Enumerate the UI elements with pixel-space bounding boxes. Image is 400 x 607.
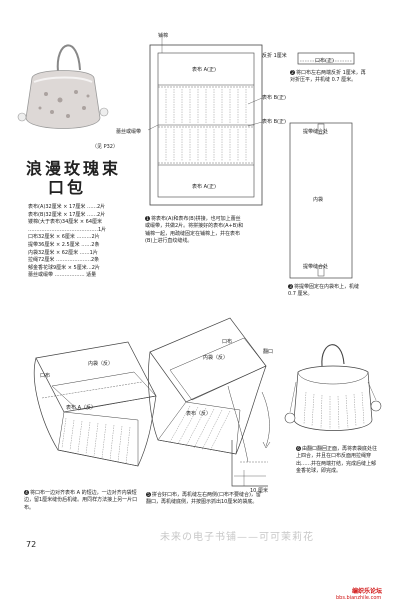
- page-number: 72: [26, 540, 37, 549]
- material-item: ……………………………………1片: [28, 226, 107, 233]
- material-item: 口布32厘米 × 6厘米 ………2片: [28, 234, 100, 241]
- label-handle-top: 提带缝合处: [303, 129, 329, 135]
- step-5-bullet: 5: [146, 492, 151, 497]
- material-item: 镂棉(大于表布)34厘米 × 64厘米: [28, 219, 102, 226]
- label-10cm: 10 厘米: [250, 488, 268, 494]
- label-outer-reverse-4: 表布（反）: [186, 411, 212, 417]
- label-lining: 内袋: [313, 197, 324, 203]
- photo-caption: （见 P32）: [92, 144, 118, 150]
- step-4-bullet: 4: [24, 490, 29, 495]
- label-outer-b-2: 表布 B(正): [262, 119, 286, 125]
- material-item: 内袋32厘米 × 62厘米 ……1片: [28, 249, 98, 256]
- label-lining-reverse-4: 内袋（反）: [203, 355, 229, 361]
- material-item: 提带36厘米 × 2.5厘米 ……2条: [28, 241, 100, 248]
- brand-url: bbs.bianzhile.com: [336, 595, 382, 601]
- label-outer-a-bottom: 表布 A(正): [192, 184, 216, 190]
- page-title-line1: 浪漫玫瑰束: [26, 159, 122, 178]
- label-outer-b-1: 表布 B(正): [262, 95, 286, 101]
- material-item: 郁金香花球9厘米 × 5厘米…2片: [28, 264, 100, 271]
- label-return-opening: 翻口: [263, 349, 274, 355]
- label-batting: 铺棉: [158, 33, 169, 39]
- label-fold-1cm: 反折 1厘米: [262, 53, 287, 59]
- step-3-bullet: 3: [288, 284, 293, 289]
- label-facing-4: 口布: [222, 339, 233, 345]
- material-item: 表布(A)32厘米 × 17厘米 ……2片: [28, 204, 106, 210]
- label-lining-reverse: 内袋（反）: [88, 361, 114, 367]
- label-facing: 口布(正): [315, 58, 334, 64]
- label-outer-a-reverse: 表布 A（反）: [66, 405, 97, 411]
- label-facing-3: 口布: [40, 373, 51, 379]
- label-handle-bottom: 提带缝合处: [303, 264, 329, 270]
- brand-name: 编织乐论坛: [352, 588, 383, 595]
- material-item: 表布(B)32厘米 × 17厘米 ……2片: [28, 211, 106, 218]
- page-title-line2: 口包: [48, 178, 87, 197]
- label-outer-a-top: 表布 A(正): [192, 67, 216, 73]
- material-item: 蕾丝或缎带 ……………… 适量: [28, 272, 97, 279]
- material-item: 拉绳72厘米 …………………2条: [28, 257, 100, 264]
- step-2-bullet: 2: [290, 70, 295, 75]
- materials-list: 表布(A)32厘米 × 17厘米 ……2片 表布(B)32厘米 × 17厘米 ……: [28, 204, 106, 280]
- watermark: 未来の电子书铺——可可茉莉花: [160, 532, 314, 543]
- label-lace: 蕾丝或缎带: [116, 129, 142, 135]
- step-6-bullet: 6: [296, 446, 301, 451]
- step-1-bullet: 1: [145, 216, 150, 221]
